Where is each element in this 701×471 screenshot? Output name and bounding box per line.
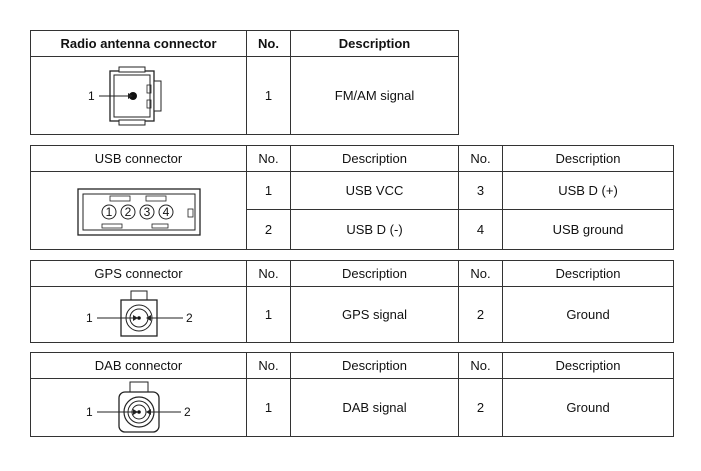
usb-pin4-label: 4 <box>162 205 169 219</box>
gps-no-header-1: No. <box>246 260 291 287</box>
radio-antenna-table: Radio antenna connector No. Description … <box>30 30 459 135</box>
usb-connector-figure: 1 2 3 4 <box>30 171 247 250</box>
radio-connector-figure: 1 <box>30 56 247 135</box>
gps-row1-desc2: Ground <box>502 286 674 343</box>
usb-row1-no2: 3 <box>458 171 503 210</box>
gps-connector-header: GPS connector <box>30 260 247 287</box>
dab-pin1-label: 1 <box>86 405 93 419</box>
dab-row1-desc2: Ground <box>502 378 674 437</box>
dab-row1-desc1: DAB signal <box>290 378 459 437</box>
radio-row1-no: 1 <box>246 56 291 135</box>
dab-no-header-2: No. <box>458 352 503 379</box>
gps-description-header-2: Description <box>502 260 674 287</box>
dab-row1-no1: 1 <box>246 378 291 437</box>
radio-connector-diagram: 1 <box>88 66 161 125</box>
usb-row2-desc2: USB ground <box>502 209 674 250</box>
gps-row1-no2: 2 <box>458 286 503 343</box>
gps-connector-diagram: 1 2 <box>86 290 193 337</box>
usb-pin3-label: 3 <box>143 205 150 219</box>
usb-row1-desc2: USB D (+) <box>502 171 674 210</box>
usb-description-header-1: Description <box>290 145 459 172</box>
dab-pin2-label: 2 <box>184 405 191 419</box>
dab-connector-table: DAB connector No. Description No. Descri… <box>30 352 674 437</box>
gps-row1-desc1: GPS signal <box>290 286 459 343</box>
radio-pin1-label: 1 <box>88 89 95 103</box>
usb-row2-no2: 4 <box>458 209 503 250</box>
gps-pin2-label: 2 <box>186 311 193 325</box>
dab-row1-no2: 2 <box>458 378 503 437</box>
dab-no-header-1: No. <box>246 352 291 379</box>
gps-row1-no1: 1 <box>246 286 291 343</box>
usb-description-header-2: Description <box>502 145 674 172</box>
usb-no-header-1: No. <box>246 145 291 172</box>
radio-description-header: Description <box>290 30 459 57</box>
dab-description-header-2: Description <box>502 352 674 379</box>
gps-connector-table: GPS connector No. Description No. Descri… <box>30 260 674 343</box>
usb-connector-table: USB connector No. Description No. Descri… <box>30 145 674 250</box>
radio-connector-header: Radio antenna connector <box>30 30 247 57</box>
usb-row2-no1: 2 <box>246 209 291 250</box>
dab-connector-header: DAB connector <box>30 352 247 379</box>
dab-connector-figure: 1 2 <box>30 378 247 437</box>
usb-row1-no1: 1 <box>246 171 291 210</box>
radio-no-header: No. <box>246 30 291 57</box>
gps-pin1-label: 1 <box>86 311 93 325</box>
usb-no-header-2: No. <box>458 145 503 172</box>
gps-description-header-1: Description <box>290 260 459 287</box>
dab-connector-diagram: 1 2 <box>86 381 191 433</box>
radio-row1-desc: FM/AM signal <box>290 56 459 135</box>
usb-connector-header: USB connector <box>30 145 247 172</box>
gps-no-header-2: No. <box>458 260 503 287</box>
usb-connector-diagram: 1 2 3 4 <box>76 187 201 236</box>
usb-pin2-label: 2 <box>124 205 131 219</box>
usb-row2-desc1: USB D (-) <box>290 209 459 250</box>
usb-pin1-label: 1 <box>105 205 112 219</box>
usb-row1-desc1: USB VCC <box>290 171 459 210</box>
dab-description-header-1: Description <box>290 352 459 379</box>
gps-connector-figure: 1 2 <box>30 286 247 343</box>
